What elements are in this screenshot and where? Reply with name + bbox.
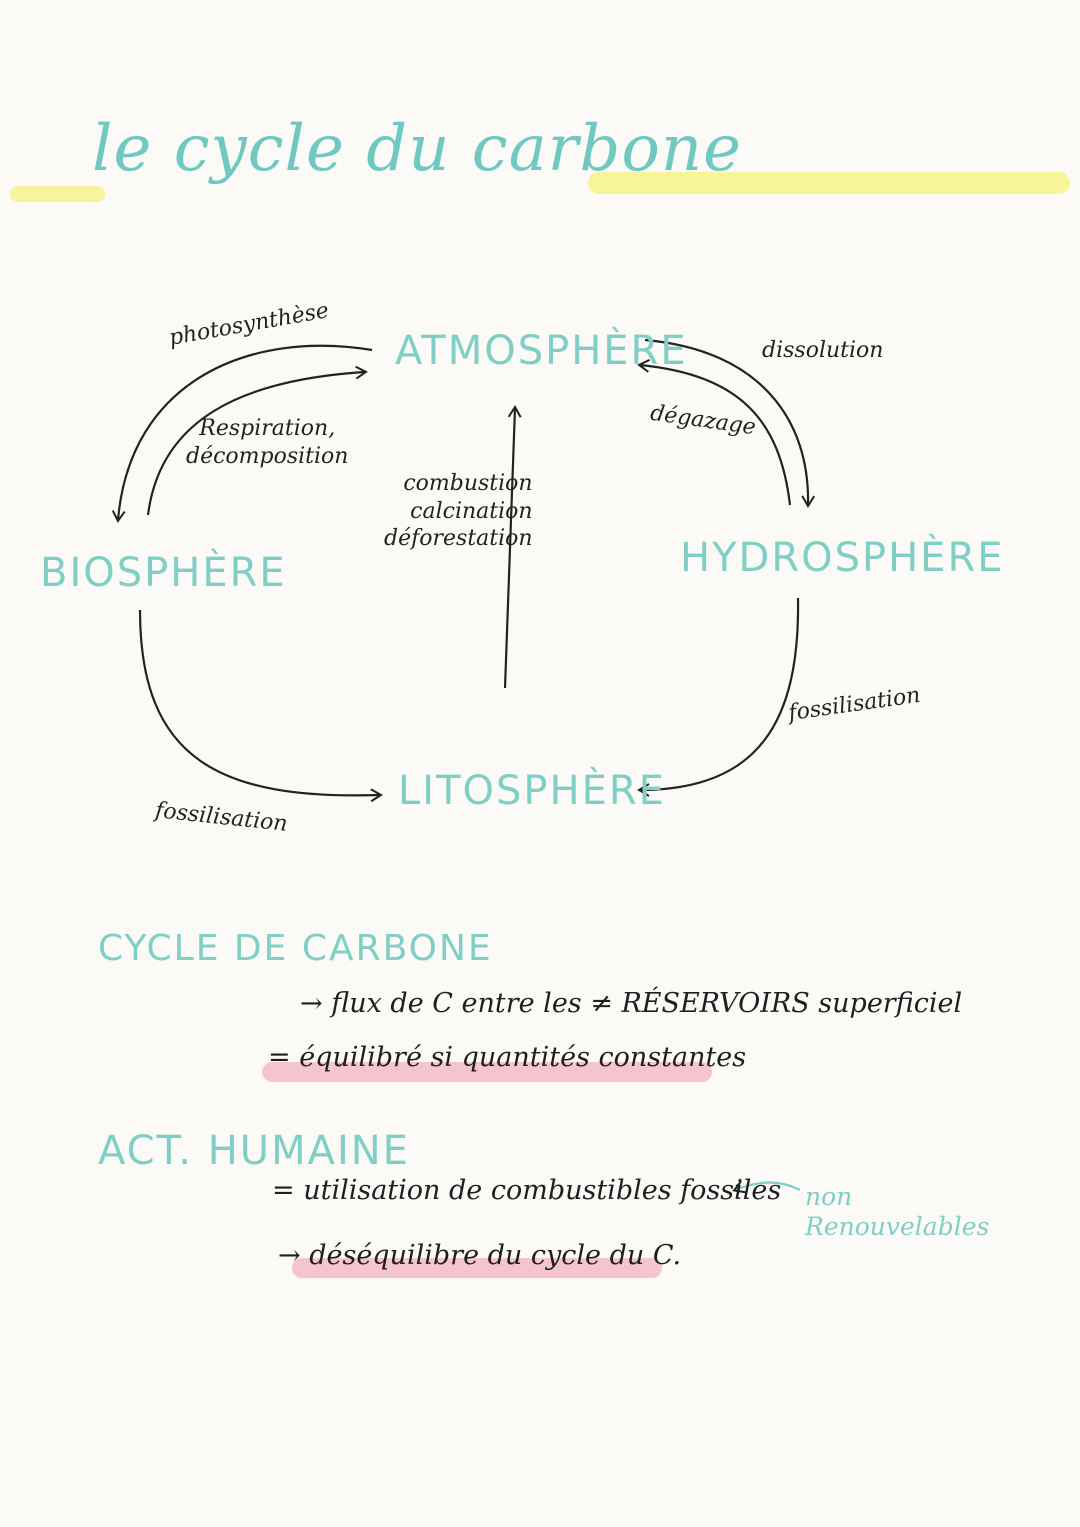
- arrow-respiration: [146, 365, 368, 516]
- node-hydrosphere: HYDROSPHÈRE: [680, 535, 1005, 581]
- label-dissolution: dissolution: [762, 338, 884, 363]
- side-note-line2: Renouvelables: [805, 1212, 990, 1241]
- node-atmosphere: ATMOSPHÈRE: [395, 328, 688, 374]
- arrow-photosynthese: [111, 344, 373, 523]
- side-note-line1: non: [805, 1182, 853, 1211]
- note-utilisation: = utilisation de combustibles fossiles: [272, 1175, 782, 1206]
- arrow-combustion: [503, 405, 522, 689]
- arrow-degazage: [637, 359, 792, 506]
- title-highlight-right: [588, 172, 1070, 194]
- heading-act-humaine: ACT. HUMAINE: [98, 1128, 410, 1174]
- heading-cycle-de-carbone: CYCLE DE CARBONE: [98, 928, 493, 969]
- highlight-desequilibre: [292, 1258, 662, 1278]
- arrow-fossilisation-right: [637, 597, 800, 797]
- note-flux: → flux de C entre les ≠ RÉSERVOIRS super…: [300, 988, 963, 1019]
- label-combustion-line1: combustion: [403, 471, 533, 496]
- label-respiration: Respiration, décomposition: [186, 415, 348, 470]
- page-title: le cycle du carbone: [92, 112, 742, 186]
- title-highlight-left: [10, 186, 105, 202]
- label-respiration-line2: décomposition: [186, 443, 349, 469]
- arrow-dissolution: [644, 338, 816, 508]
- note-desequilibre: → déséquilibre du cycle du C.: [278, 1240, 682, 1271]
- label-respiration-line1: Respiration,: [199, 416, 336, 441]
- label-combustion-line3: déforestation: [384, 526, 533, 551]
- arrow-non-renouvelables: [732, 1180, 801, 1194]
- node-biosphere: BIOSPHÈRE: [40, 550, 287, 596]
- label-combustion: combustion calcination déforestation: [384, 470, 533, 553]
- note-equilibre: = équilibré si quantités constantes: [268, 1042, 747, 1073]
- highlight-equilibre: [262, 1062, 712, 1082]
- label-combustion-line2: calcination: [410, 498, 533, 524]
- arrow-fossilisation-left: [138, 609, 383, 803]
- side-note-non-renouvelables: non Renouvelables: [805, 1182, 989, 1242]
- node-lithosphere: LITOSPHÈRE: [398, 768, 666, 814]
